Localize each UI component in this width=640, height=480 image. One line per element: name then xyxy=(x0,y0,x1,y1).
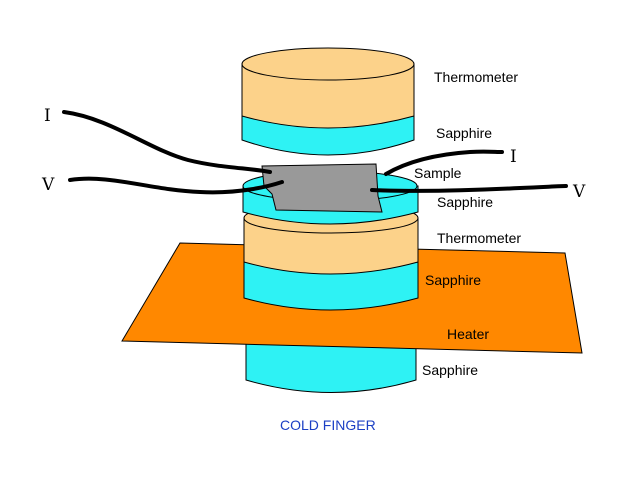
thermometer-top xyxy=(241,47,415,129)
voltage-label-left: V xyxy=(41,175,55,195)
current-wire-left xyxy=(62,110,272,174)
sapphire-bottom xyxy=(245,343,417,393)
sapphire-lower xyxy=(243,261,419,311)
sapphire-bottom-label: Sapphire xyxy=(422,362,478,378)
heater-label: Heater xyxy=(447,326,489,342)
thermometer-bottom-label: Thermometer xyxy=(437,230,521,246)
current-label-right: I xyxy=(510,147,517,167)
current-label-left: I xyxy=(44,106,51,126)
sample-label: Sample xyxy=(414,165,462,181)
voltage-wire-right xyxy=(370,184,568,193)
cold-finger-label: COLD FINGER xyxy=(280,417,376,433)
sapphire-middle-label: Sapphire xyxy=(437,194,493,210)
voltage-label-right: V xyxy=(572,182,586,202)
current-wire-right xyxy=(384,149,504,176)
thermometer-top-label: Thermometer xyxy=(434,69,518,85)
sample-block xyxy=(261,163,383,213)
sapphire-lower-label: Sapphire xyxy=(425,272,481,288)
voltage-wire-left xyxy=(68,176,284,195)
sapphire-bottom-body xyxy=(245,343,417,393)
sapphire-top-label: Sapphire xyxy=(436,125,492,141)
